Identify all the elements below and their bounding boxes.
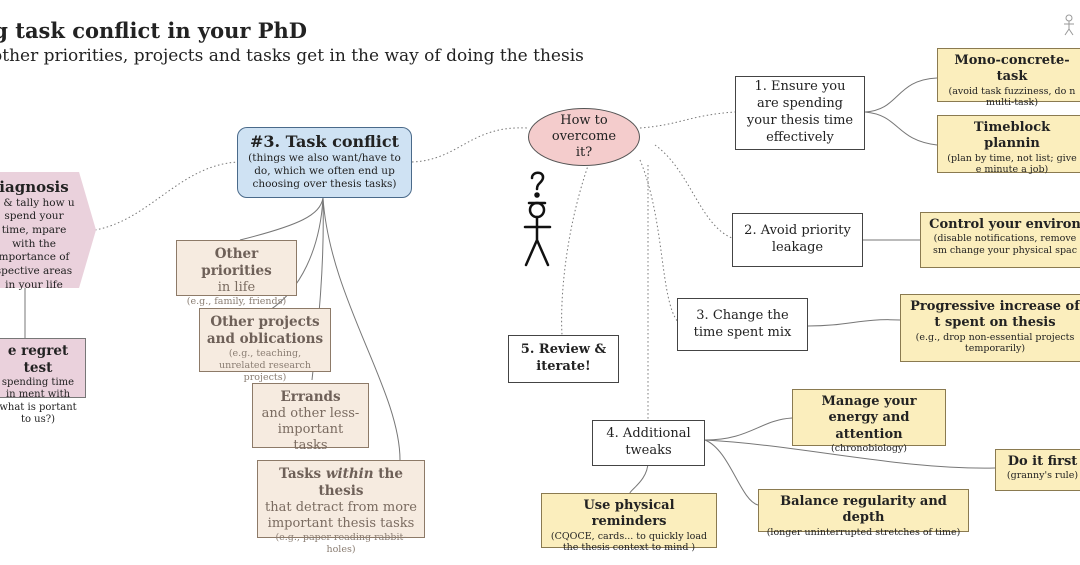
tip-progressive-increase: Progressive increase of t spent on thesi…	[900, 294, 1080, 362]
diagnosis-text: iagnosis g & tally how u spend your time…	[0, 178, 78, 292]
category-title: Tasks within the thesis	[264, 466, 418, 500]
task-conflict-node: #3. Task conflict (things we also want/h…	[237, 127, 412, 198]
connector-question-s5	[561, 159, 591, 336]
confused-stick-figure-icon	[523, 171, 552, 267]
category-tasks-within-thesis: Tasks within the thesis that detract fro…	[257, 460, 425, 555]
tip-note: (granny's rule)	[1006, 470, 1079, 482]
tip-title: Use physical reminders	[583, 498, 675, 530]
category-note: (e.g., family, friends)	[186, 296, 287, 307]
question-label: How to overcome it?	[551, 112, 617, 161]
page-title: ing task conflict in your PhD	[0, 18, 308, 43]
category-text: and other less-important tasks	[261, 405, 360, 454]
task-conflict-title: #3. Task conflict	[250, 132, 399, 151]
connector-diagnosis-central	[94, 161, 239, 231]
diagnosis-title: iagnosis	[0, 178, 69, 196]
tip-title: Control your environ	[929, 217, 1080, 232]
connector-s4-tip7	[704, 439, 759, 506]
connector-s1-tip2	[864, 111, 938, 146]
how-to-overcome-node: How to overcome it?	[528, 108, 640, 166]
strategy-review-iterate: 5. Review & iterate!	[508, 335, 619, 383]
tip-physical-reminders: Use physical reminders (CQOCE, cards... …	[541, 493, 717, 553]
strategy-label: 4. Additional tweaks	[606, 426, 691, 458]
connector-cat1	[239, 197, 324, 241]
tip-note: (CQOCE, cards... to quickly load the the…	[550, 530, 708, 554]
connector-s4-tip5	[704, 417, 793, 441]
connector-question-s3	[639, 159, 679, 323]
category-note: (e.g., teaching, unrelated research proj…	[219, 347, 311, 383]
category-title-post: the thesis	[318, 466, 403, 499]
tip-note: (e.g., drop non-essential projects tempo…	[915, 331, 1075, 355]
strategy-label: 1. Ensure you are spending your thesis t…	[746, 79, 854, 145]
connector-question-s1	[639, 111, 736, 129]
tip-control-environment: Control your environ (disable notificati…	[920, 212, 1080, 268]
category-title: Other priorities	[201, 246, 272, 279]
connector-cat4	[322, 197, 401, 461]
stick-figure-icon	[1064, 14, 1074, 36]
category-other-priorities: Other priorities in life (e.g., family, …	[176, 240, 297, 307]
category-text: that detract from more important thesis …	[265, 499, 417, 531]
tip-title: Progressive increase of t spent on thesi…	[910, 299, 1080, 331]
tip-note: (chronobiology)	[831, 442, 907, 454]
regret-body: spending time in ment with what is porta…	[0, 376, 77, 426]
tip-note: (avoid task fuzziness, do n multi-task)	[948, 85, 1076, 109]
connector-central-question	[411, 127, 529, 163]
strategy-avoid-leakage: 2. Avoid priority leakage	[732, 213, 863, 267]
connector-s4-tip8	[629, 461, 649, 494]
page-subtitle: other priorities, projects and tasks get…	[0, 46, 584, 66]
connector-s4-tip6	[704, 439, 996, 469]
diagnosis-body: g & tally how u spend your time, mpare w…	[0, 196, 75, 291]
tip-title: Balance regularity and depth	[780, 494, 947, 526]
category-text: in life	[217, 279, 256, 295]
strategy-label: 2. Avoid priority leakage	[744, 223, 851, 255]
tip-do-it-first: Do it first (granny's rule)	[995, 449, 1080, 491]
regret-test-node: e regret test spending time in ment with…	[0, 338, 86, 425]
tip-mono-concrete-task: Mono-concrete-task (avoid task fuzziness…	[937, 48, 1080, 108]
tip-title: Mono-concrete-task	[954, 53, 1070, 85]
strategy-spend-effectively: 1. Ensure you are spending your thesis t…	[735, 76, 865, 150]
category-title: Errands	[280, 389, 341, 405]
connector-s1-tip1	[864, 77, 938, 113]
tip-manage-energy: Manage your energy and attention (chrono…	[792, 389, 946, 454]
strategy-change-time-mix: 3. Change the time spent mix	[677, 298, 808, 351]
category-title: Other projects and oblications	[206, 314, 324, 347]
connector-s3-tip4	[807, 319, 901, 327]
diagnosis-node	[0, 172, 96, 288]
category-title-emphasis: within	[325, 466, 374, 482]
strategy-additional-tweaks: 4. Additional tweaks	[592, 420, 705, 466]
category-note: (e.g., paper reading rabbit-holes)	[275, 532, 407, 556]
tip-title: Do it first	[1007, 454, 1078, 469]
connector-cat2	[269, 197, 324, 311]
tip-note: (disable notifications, remove sm change…	[932, 233, 1078, 257]
category-other-projects: Other projects and oblications (e.g., te…	[199, 308, 331, 383]
tip-title: Manage your energy and attention	[821, 394, 917, 442]
connector-question-s2	[654, 144, 733, 239]
category-title-pre: Tasks	[279, 466, 326, 482]
tip-note: (plan by time, not list; give e minute a…	[947, 152, 1077, 176]
task-conflict-body: (things we also want/have to do, which w…	[248, 152, 401, 191]
tip-title: Timeblock plannin	[973, 120, 1051, 152]
tip-timeblock-planning: Timeblock plannin (plan by time, not lis…	[937, 115, 1080, 175]
strategy-label: 5. Review & iterate!	[520, 342, 607, 374]
regret-title: e regret test	[7, 343, 69, 376]
category-errands: Errands and other less-important tasks	[252, 383, 369, 453]
tip-balance-regularity: Balance regularity and depth (longer uni…	[758, 489, 969, 538]
strategy-label: 3. Change the time spent mix	[693, 307, 792, 340]
tip-note: (longer uninterrupted stretches of time)	[766, 526, 961, 538]
